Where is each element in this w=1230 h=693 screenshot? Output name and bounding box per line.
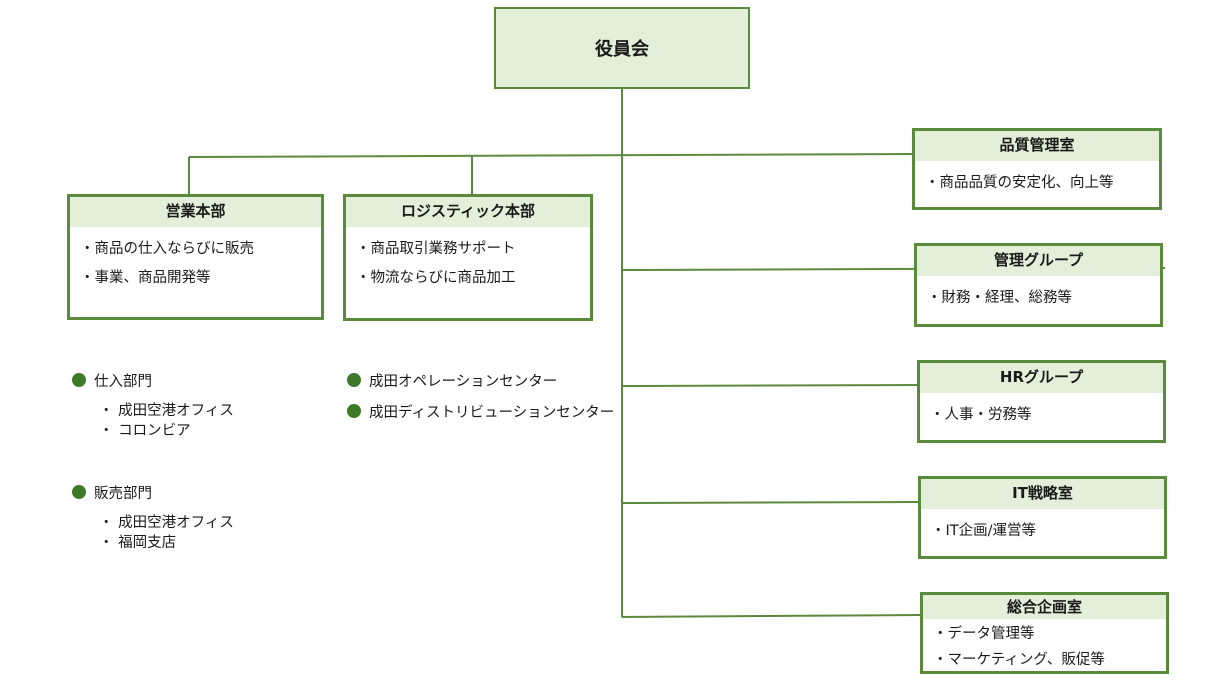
bullet-icon xyxy=(72,373,86,387)
bullet-icon xyxy=(347,404,361,418)
admin-group-box: 管理グループ ・財務・経理、総務等 xyxy=(914,243,1163,327)
logistics-division-item: ・物流ならびに商品加工 xyxy=(356,270,516,286)
logistics-division-item: ・商品取引業務サポート xyxy=(356,241,516,257)
logistics-centers: 成田オペレーションセンター 成田ディストリビューションセンター xyxy=(347,370,614,432)
quality-control-title: 品質管理室 xyxy=(915,131,1159,161)
purchasing-dept-location: ・ 成田空港オフィス xyxy=(99,403,234,419)
it-strategy-title: IT戦略室 xyxy=(921,479,1164,509)
quality-control-box: 品質管理室 ・商品品質の安定化、向上等 xyxy=(912,128,1162,210)
hr-group-title: HRグループ xyxy=(920,363,1163,393)
sales-division-item: ・商品の仕入ならびに販売 xyxy=(80,241,254,257)
logistics-division-box: ロジスティック本部 ・商品取引業務サポート ・物流ならびに商品加工 xyxy=(343,194,593,321)
hr-group-item: ・人事・労務等 xyxy=(930,407,1032,423)
admin-group-title: 管理グループ xyxy=(917,246,1160,276)
it-strategy-box: IT戦略室 ・IT企画/運営等 xyxy=(918,476,1167,559)
connector-it xyxy=(621,501,919,504)
bullet-icon xyxy=(72,485,86,499)
hr-group-box: HRグループ ・人事・労務等 xyxy=(917,360,1166,443)
connector-planning xyxy=(621,614,921,618)
logistics-center-name: 成田ディストリビューションセンター xyxy=(369,404,615,421)
logistics-center-name: 成田オペレーションセンター xyxy=(369,373,558,390)
sales-division-title: 営業本部 xyxy=(70,197,321,227)
sales-dept-location: ・ 成田空港オフィス xyxy=(99,515,234,531)
logistics-division-title: ロジスティック本部 xyxy=(346,197,590,227)
connector-upper-branch xyxy=(188,153,914,158)
sales-dept-name: 販売部門 xyxy=(94,485,152,502)
connector-hr xyxy=(621,384,919,387)
board-of-directors-box: 役員会 xyxy=(494,7,750,89)
purchasing-dept-name: 仕入部門 xyxy=(94,373,152,390)
quality-control-item: ・商品品質の安定化、向上等 xyxy=(925,175,1114,191)
it-strategy-item: ・IT企画/運営等 xyxy=(931,523,1037,539)
planning-office-item: ・データ管理等 xyxy=(933,626,1035,642)
bullet-icon xyxy=(347,373,361,387)
purchasing-dept: 仕入部門 ・ 成田空港オフィス ・ コロンビア xyxy=(72,370,234,441)
sales-dept: 販売部門 ・ 成田空港オフィス ・ 福岡支店 xyxy=(72,482,234,553)
planning-office-box: 総合企画室 ・データ管理等 ・マーケティング、販促等 xyxy=(920,592,1169,674)
sales-division-box: 営業本部 ・商品の仕入ならびに販売 ・事業、商品開発等 xyxy=(67,194,324,320)
sales-dept-location: ・ 福岡支店 xyxy=(99,535,177,551)
board-title: 役員会 xyxy=(595,39,649,60)
sales-division-item: ・事業、商品開発等 xyxy=(80,270,211,286)
admin-group-item: ・財務・経理、総務等 xyxy=(927,290,1072,306)
purchasing-dept-location: ・ コロンビア xyxy=(99,423,191,439)
planning-office-item: ・マーケティング、販促等 xyxy=(933,652,1105,668)
planning-office-title: 総合企画室 xyxy=(923,595,1166,619)
